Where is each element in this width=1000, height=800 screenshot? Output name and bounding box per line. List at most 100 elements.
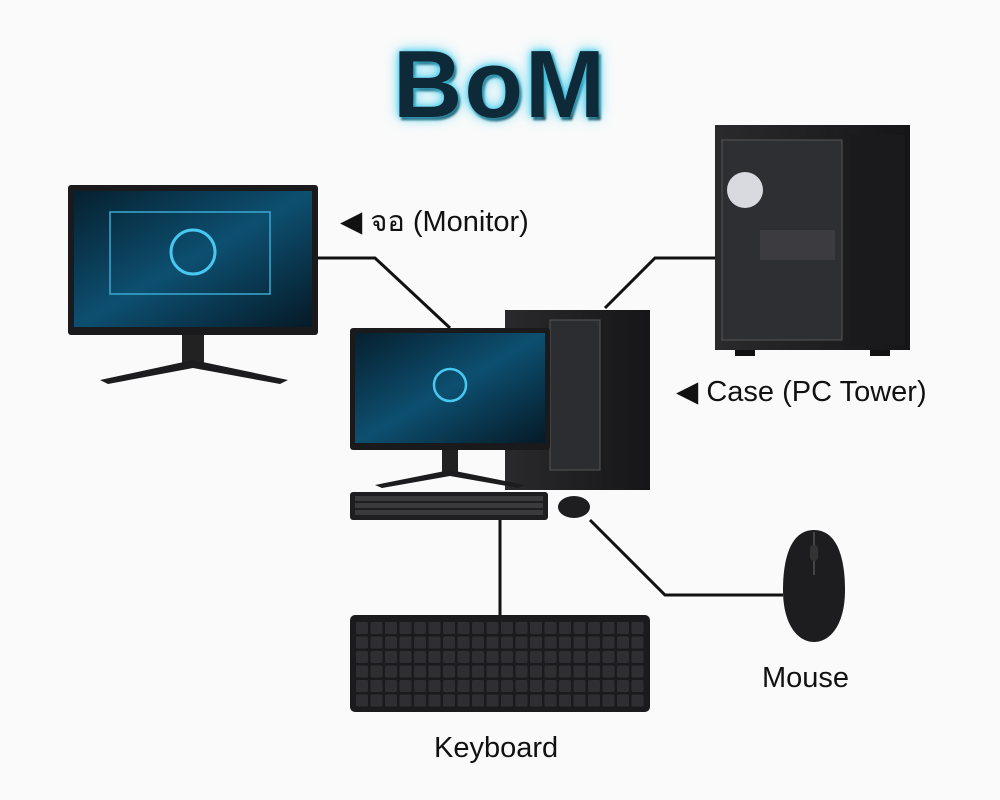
keyboard-key [414,694,426,707]
keyboard-key [428,694,441,707]
keyboard-key [399,651,412,663]
mouse-image [783,530,845,642]
keyboard-key [588,622,600,634]
keyboard-key [385,622,397,634]
keyboard-key [399,636,412,649]
keyboard-key [472,694,484,707]
connector-monitor [318,256,452,330]
keyboard-key [544,694,557,707]
keyboard-key [602,651,615,663]
keyboard-key [486,694,499,707]
keyboard-key [472,665,484,678]
keyboard-key [486,651,499,663]
keyboard-image [350,615,650,712]
keyboard-key [588,636,600,649]
keyboard-key [617,651,629,663]
keyboard-key [443,665,455,678]
monitor-image [68,185,318,384]
keyboard-key [501,636,513,649]
keyboard-key [486,636,499,649]
case-label: ◀ Case (PC Tower) [676,376,927,408]
keyboard-key [588,651,600,663]
keyboard-key [399,622,412,634]
keyboard-key [559,680,571,692]
keyboard-key [515,680,528,692]
keyboard-key [515,636,528,649]
keyboard-key [559,665,571,678]
keyboard-key [617,665,629,678]
keyboard-key [472,636,484,649]
connector-mouse [588,518,783,597]
keyboard-key [472,622,484,634]
keyboard-key [428,665,441,678]
keyboard-key [414,651,426,663]
keyboard-key [472,651,484,663]
diagram-title: BoM [393,31,607,138]
keyboard-key [602,636,615,649]
keyboard-key [544,665,557,678]
mouse-label: Mouse [762,662,850,694]
keyboard-key [370,636,383,649]
keyboard-key [457,680,470,692]
keyboard-key [457,694,470,707]
keyboard-key [573,694,586,707]
keyboard-key [428,636,441,649]
keyboard-key [573,665,586,678]
keyboard-key [356,665,368,678]
keyboard-key [414,622,426,634]
keyboard-key [443,680,455,692]
keyboard-key [515,651,528,663]
keyboard-key [588,665,600,678]
keyboard-key [544,622,557,634]
keyboard-key [356,694,368,707]
keyboard-key [385,665,397,678]
keyboard-key [530,651,542,663]
keyboard-key [486,622,499,634]
keyboard-key [530,665,542,678]
keyboard-key [617,636,629,649]
keyboard-key [385,680,397,692]
keyboard-key [472,680,484,692]
keyboard-key [370,651,383,663]
keyboard-key [631,636,644,649]
keyboard-key [559,694,571,707]
keyboard-label: Keyboard [434,732,559,764]
keyboard-key [530,694,542,707]
keyboard-key [457,636,470,649]
keyboard-key [385,651,397,663]
keyboard-key [501,665,513,678]
keyboard-key [443,622,455,634]
keyboard-key [515,622,528,634]
keyboard-key [501,651,513,663]
keyboard-key [588,694,600,707]
keyboard-key [457,665,470,678]
keyboard-key [414,636,426,649]
keyboard-key [457,622,470,634]
keyboard-key [443,651,455,663]
keyboard-key [544,651,557,663]
keyboard-key [631,694,644,707]
keyboard-key [588,680,600,692]
keyboard-key [515,694,528,707]
center-setup-image [350,310,650,520]
keyboard-key [573,651,586,663]
keyboard-key [428,622,441,634]
keyboard-key [370,665,383,678]
keyboard-key [559,651,571,663]
keyboard-key [573,680,586,692]
keyboard-key [414,665,426,678]
keyboard-key [559,636,571,649]
keyboard-key [631,680,644,692]
keyboard-key [399,665,412,678]
keyboard-key [559,622,571,634]
keyboard-key [544,636,557,649]
keyboard-key [602,680,615,692]
keyboard-key [573,622,586,634]
keyboard-key [414,680,426,692]
keyboard-key [501,694,513,707]
keyboard-key [602,665,615,678]
pc-tower-image [715,125,910,356]
keyboard-key [370,680,383,692]
keyboard-key [617,680,629,692]
